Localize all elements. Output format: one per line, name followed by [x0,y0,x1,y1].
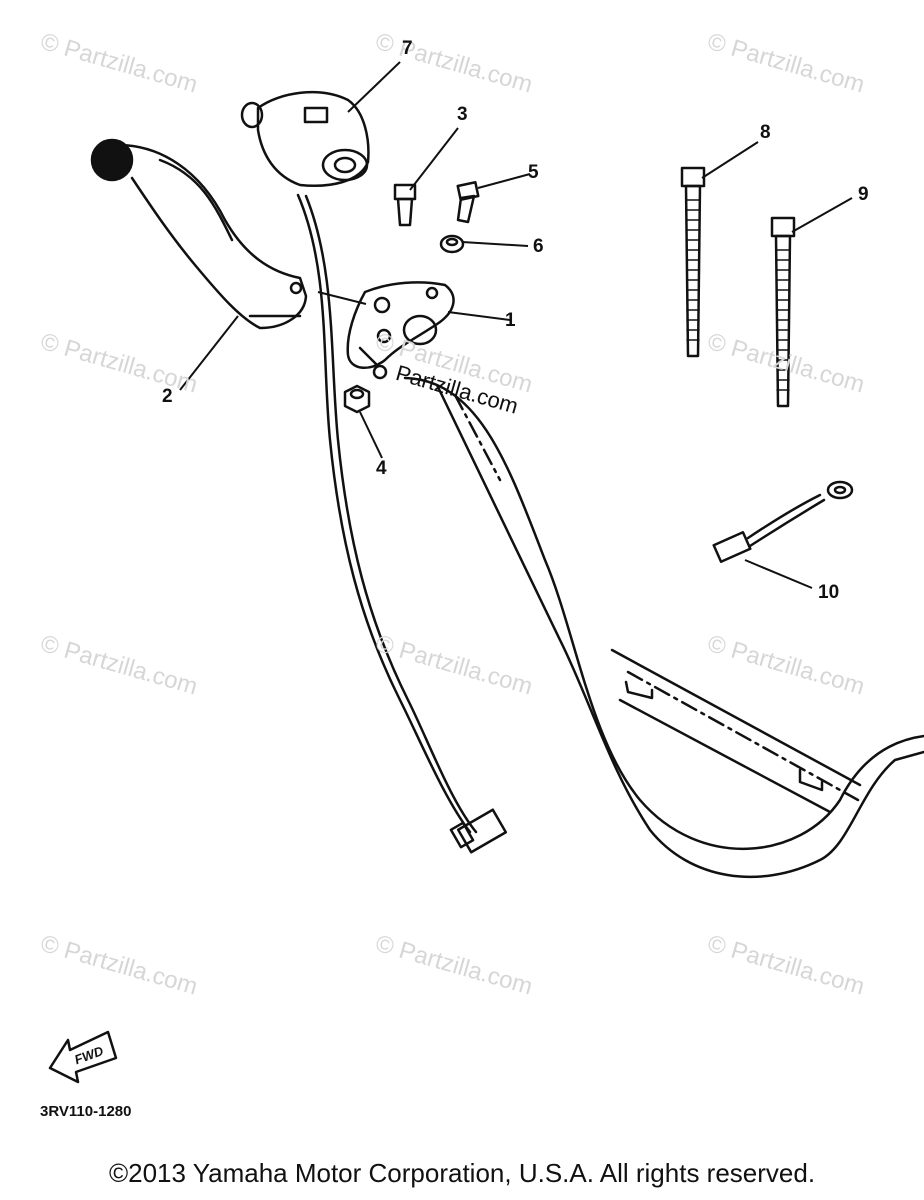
cable-tie-part-8 [680,166,706,358]
callout-6: 6 [533,236,544,257]
bolt-part-3 [393,183,417,227]
callout-2: 2 [162,386,173,407]
bolt-part-5 [456,181,480,224]
diagram-code: 3RV110-1280 [40,1103,132,1120]
lever-bracket-part-1 [346,281,455,380]
lead-wire-part-10 [712,480,854,563]
callout-7: 7 [402,38,413,59]
callout-5: 5 [528,162,539,183]
leader-lines [179,61,853,589]
switch-part-7 [240,90,508,854]
handlebar [403,376,924,879]
clutch-lever-part-2 [90,138,308,330]
nut-part-4 [343,384,371,414]
washer-part-6 [439,234,465,254]
copyright-notice: ©2013 Yamaha Motor Corporation, U.S.A. A… [108,1158,816,1188]
callout-10: 10 [818,582,840,603]
callout-4: 4 [376,458,387,479]
callout-1: 1 [505,310,516,331]
callout-3: 3 [457,104,468,125]
callout-8: 8 [760,122,771,143]
cable-tie-part-9 [770,216,796,408]
fwd-arrow [48,1030,118,1084]
callout-9: 9 [858,184,869,205]
